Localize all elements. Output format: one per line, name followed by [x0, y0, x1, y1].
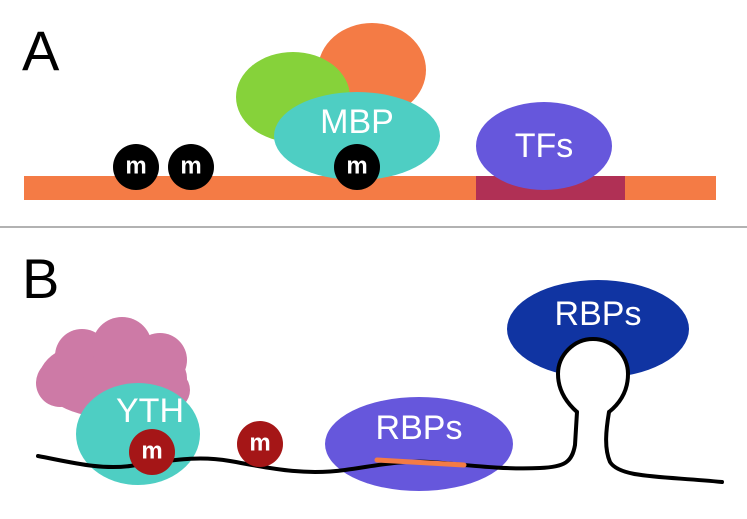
methyl-mark-label: m [346, 153, 367, 180]
rna-strand [36, 410, 724, 484]
panel-a: A MBP m m m TFs [22, 19, 716, 200]
panel-b: B YTH RBPs RBPs m [22, 247, 724, 491]
panel-a-letter: A [22, 19, 60, 82]
rbp-binding-motif [374, 457, 467, 468]
rbps-protein-2 [507, 280, 689, 378]
methyl-mark-a3: m [334, 144, 380, 190]
rna-hairpin-loop [555, 336, 631, 414]
tfs-protein [476, 102, 612, 190]
yth-label: YTH [116, 392, 184, 430]
panel-b-letter: B [22, 247, 59, 310]
mbp-label: MBP [320, 103, 394, 141]
methyl-mark-b1: m [129, 429, 175, 475]
methyl-mark-a2: m [168, 144, 214, 190]
methyl-mark-label: m [180, 153, 201, 180]
methyl-mark-label: m [141, 438, 162, 465]
methyl-mark-a1: m [113, 144, 159, 190]
methyl-mark-label: m [249, 430, 270, 457]
tfs-label: TFs [515, 127, 574, 165]
methyl-mark-b2: m [237, 421, 283, 467]
rbps-label-2: RBPs [555, 295, 642, 333]
mbp-protein [274, 92, 440, 180]
methyl-mark-label: m [125, 153, 146, 180]
rbps-label-1: RBPs [376, 409, 463, 447]
